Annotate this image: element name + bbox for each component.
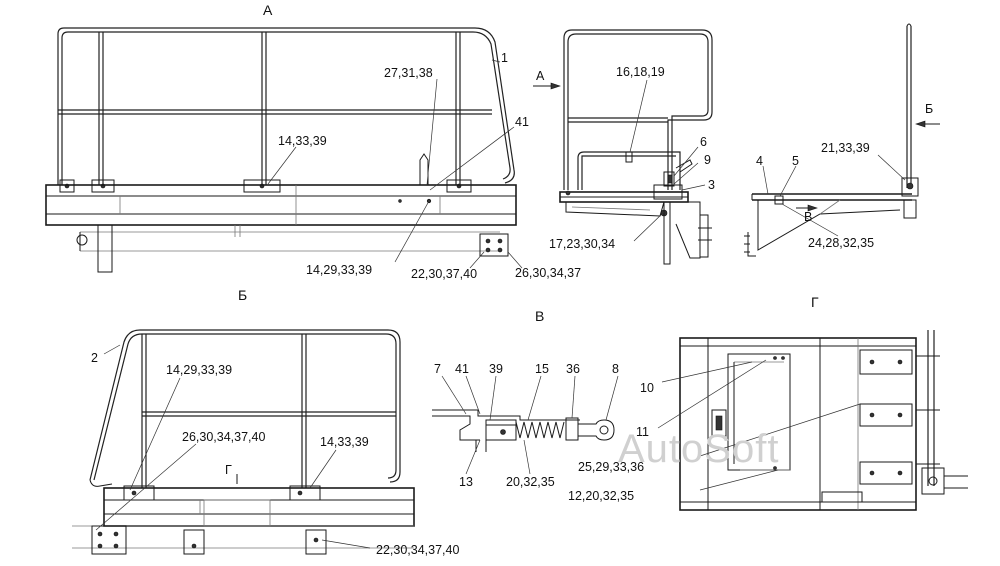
- callout-label: 14,33,39: [320, 435, 369, 449]
- callout-label: 25,29,33,36: [578, 460, 644, 474]
- view-title-b: Б: [238, 287, 247, 303]
- view-title-v: В: [535, 308, 544, 324]
- callout-label: 21,33,39: [821, 141, 870, 155]
- view-b-drawing: [72, 329, 415, 555]
- view-marker-a: А: [536, 69, 545, 83]
- callout-label: 41: [515, 115, 529, 129]
- view-title-a: А: [263, 2, 273, 18]
- side-view-drawing: [533, 29, 713, 265]
- callout-label: 16,18,19: [616, 65, 665, 79]
- view-marker-g: Г: [225, 463, 232, 477]
- view-v-drawing: [432, 375, 619, 475]
- callout-label: 14,29,33,39: [306, 263, 372, 277]
- callout-label: 14,29,33,39: [166, 363, 232, 377]
- callout-label: 5: [792, 154, 799, 168]
- callout-label: 22,30,37,40: [411, 267, 477, 281]
- callout-label: 36: [566, 362, 580, 376]
- callout-label: 13: [459, 475, 473, 489]
- callout-label: 12,20,32,35: [568, 489, 634, 503]
- callout-label: 39: [489, 362, 503, 376]
- callout-label: 6: [700, 135, 707, 149]
- callout-label: 4: [756, 154, 763, 168]
- view-title-g: Г: [811, 294, 819, 310]
- callout-label: 3: [708, 178, 715, 192]
- callout-label: 41: [455, 362, 469, 376]
- callout-label: 22,30,34,37,40: [376, 543, 459, 557]
- callout-label: 2: [91, 351, 98, 365]
- right-view-drawing: [744, 23, 940, 257]
- view-g-drawing: [657, 330, 968, 511]
- callout-label: 26,30,34,37,40: [182, 430, 265, 444]
- callout-label: 10: [640, 381, 654, 395]
- callout-label: 9: [704, 153, 711, 167]
- callout-label: 7: [434, 362, 441, 376]
- callout-label: 17,23,30,34: [549, 237, 615, 251]
- callout-label: 14,33,39: [278, 134, 327, 148]
- watermark: AutoSoft: [618, 427, 779, 471]
- callout-label: 24,28,32,35: [808, 236, 874, 250]
- callout-label: 20,32,35: [506, 475, 555, 489]
- callout-label: 15: [535, 362, 549, 376]
- view-marker-b: Б: [925, 102, 933, 116]
- callout-label: 11: [636, 425, 649, 439]
- view-a-drawing: [45, 27, 523, 273]
- callout-label: 8: [612, 362, 619, 376]
- callout-label: 1: [501, 51, 508, 65]
- callout-label: 26,30,34,37: [515, 266, 581, 280]
- view-marker-v: В: [804, 210, 812, 224]
- callout-label: 27,31,38: [384, 66, 433, 80]
